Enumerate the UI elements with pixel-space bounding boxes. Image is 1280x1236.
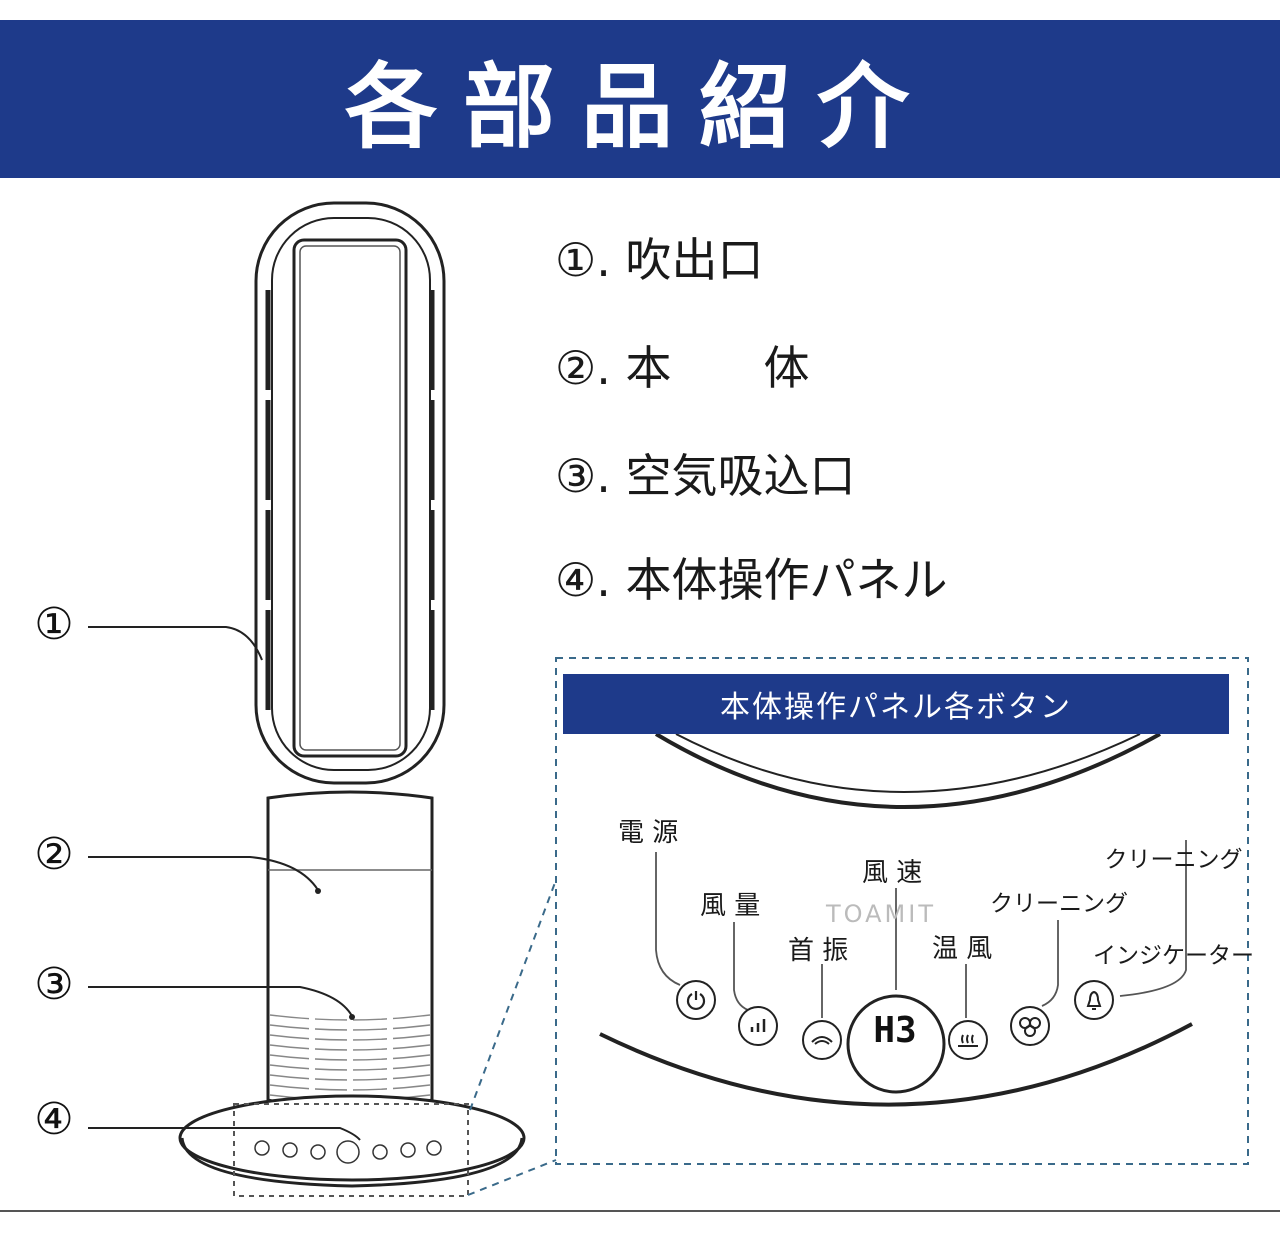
label-swing: 首 振 (788, 936, 849, 966)
legend-body: ②. 本 体 (555, 341, 810, 395)
legend-control-panel: ④. 本体操作パネル (555, 553, 948, 607)
panel-outlet-arc (654, 732, 1161, 809)
label-speed: 風 速 (862, 858, 923, 888)
legend-outlet: ①. 吹出口 (555, 233, 764, 287)
cleaning-button[interactable] (1010, 1006, 1050, 1046)
label-indicator-line1: クリーニング (1104, 847, 1243, 873)
label-indicator-line2: インジケーター (1093, 943, 1254, 969)
label-power: 電 源 (618, 818, 679, 848)
panel-base-arc (599, 1022, 1193, 1107)
panel-title: 本体操作パネル各ボタン (563, 674, 1229, 734)
warm-air-icon (958, 1034, 978, 1047)
header-band (0, 20, 1280, 178)
bottom-rule (0, 1210, 1280, 1212)
fan-window (292, 238, 408, 758)
callout-body: ② (34, 829, 74, 880)
label-cleaning-indicator: クリーニング インジケーター (1093, 780, 1254, 1004)
callout-outlet: ① (34, 599, 74, 650)
warm-air-button[interactable] (948, 1020, 988, 1060)
fan-volume-icon (750, 1019, 766, 1032)
callout-panel: ④ (34, 1094, 74, 1145)
indicator-button[interactable] (1074, 980, 1114, 1020)
volume-button[interactable] (738, 1006, 778, 1046)
callout-intake: ③ (34, 959, 74, 1010)
page-title: 各部品紹介 (344, 53, 935, 161)
label-cleaning: クリーニング (990, 891, 1128, 917)
legend-air-intake: ③. 空気吸込口 (555, 449, 856, 503)
fan-base (178, 1094, 526, 1182)
power-icon (686, 991, 706, 1011)
display-ring (846, 994, 946, 1094)
brand-mark: TOAMIT (826, 900, 936, 928)
power-button[interactable] (676, 980, 716, 1020)
leader-lines (88, 626, 361, 1141)
swing-icon (811, 1036, 833, 1045)
cleaning-icon (1019, 1017, 1041, 1037)
speed-display[interactable]: H3 (873, 1010, 917, 1051)
label-volume: 風 量 (700, 891, 761, 921)
zoom-connectors (467, 657, 1249, 1196)
base-buttons (254, 1140, 442, 1164)
panel-highlight-box (233, 1103, 469, 1197)
indicator-bell-icon (1086, 990, 1102, 1010)
swing-button[interactable] (802, 1020, 842, 1060)
outlet-slots (265, 290, 435, 710)
label-warm: 温 風 (932, 934, 993, 964)
